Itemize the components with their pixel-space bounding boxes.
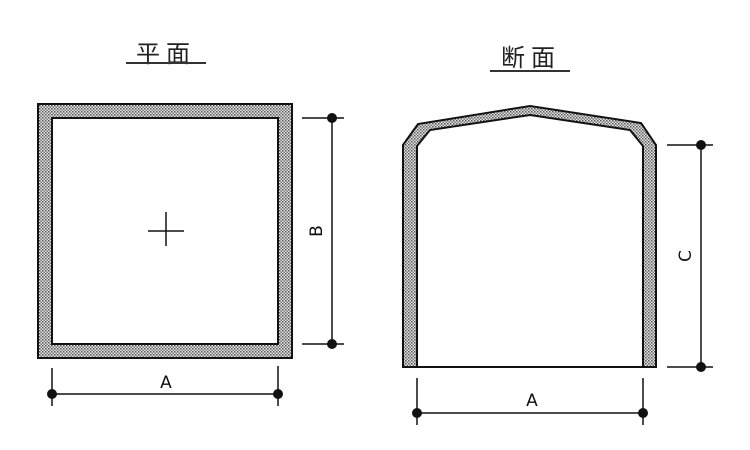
section-dim-c-label: C (676, 250, 696, 262)
section-view: C A (402, 104, 713, 425)
plan-wall (37, 103, 293, 359)
plan-view: B A (37, 103, 344, 406)
section-title: 断面 (501, 44, 561, 72)
section-dimension-c: C (667, 140, 713, 372)
plan-dimension-b: B (302, 113, 344, 349)
plan-dimension-a: A (47, 366, 283, 406)
plan-dim-a-label: A (160, 373, 172, 393)
section-wall (402, 104, 657, 368)
section-title-underline (490, 70, 570, 72)
section-dim-a-label: A (526, 391, 538, 411)
plan-dim-b-label: B (307, 225, 327, 237)
center-cross-icon (148, 212, 184, 246)
plan-title-underline (126, 62, 206, 64)
section-dimension-a: A (412, 378, 648, 425)
